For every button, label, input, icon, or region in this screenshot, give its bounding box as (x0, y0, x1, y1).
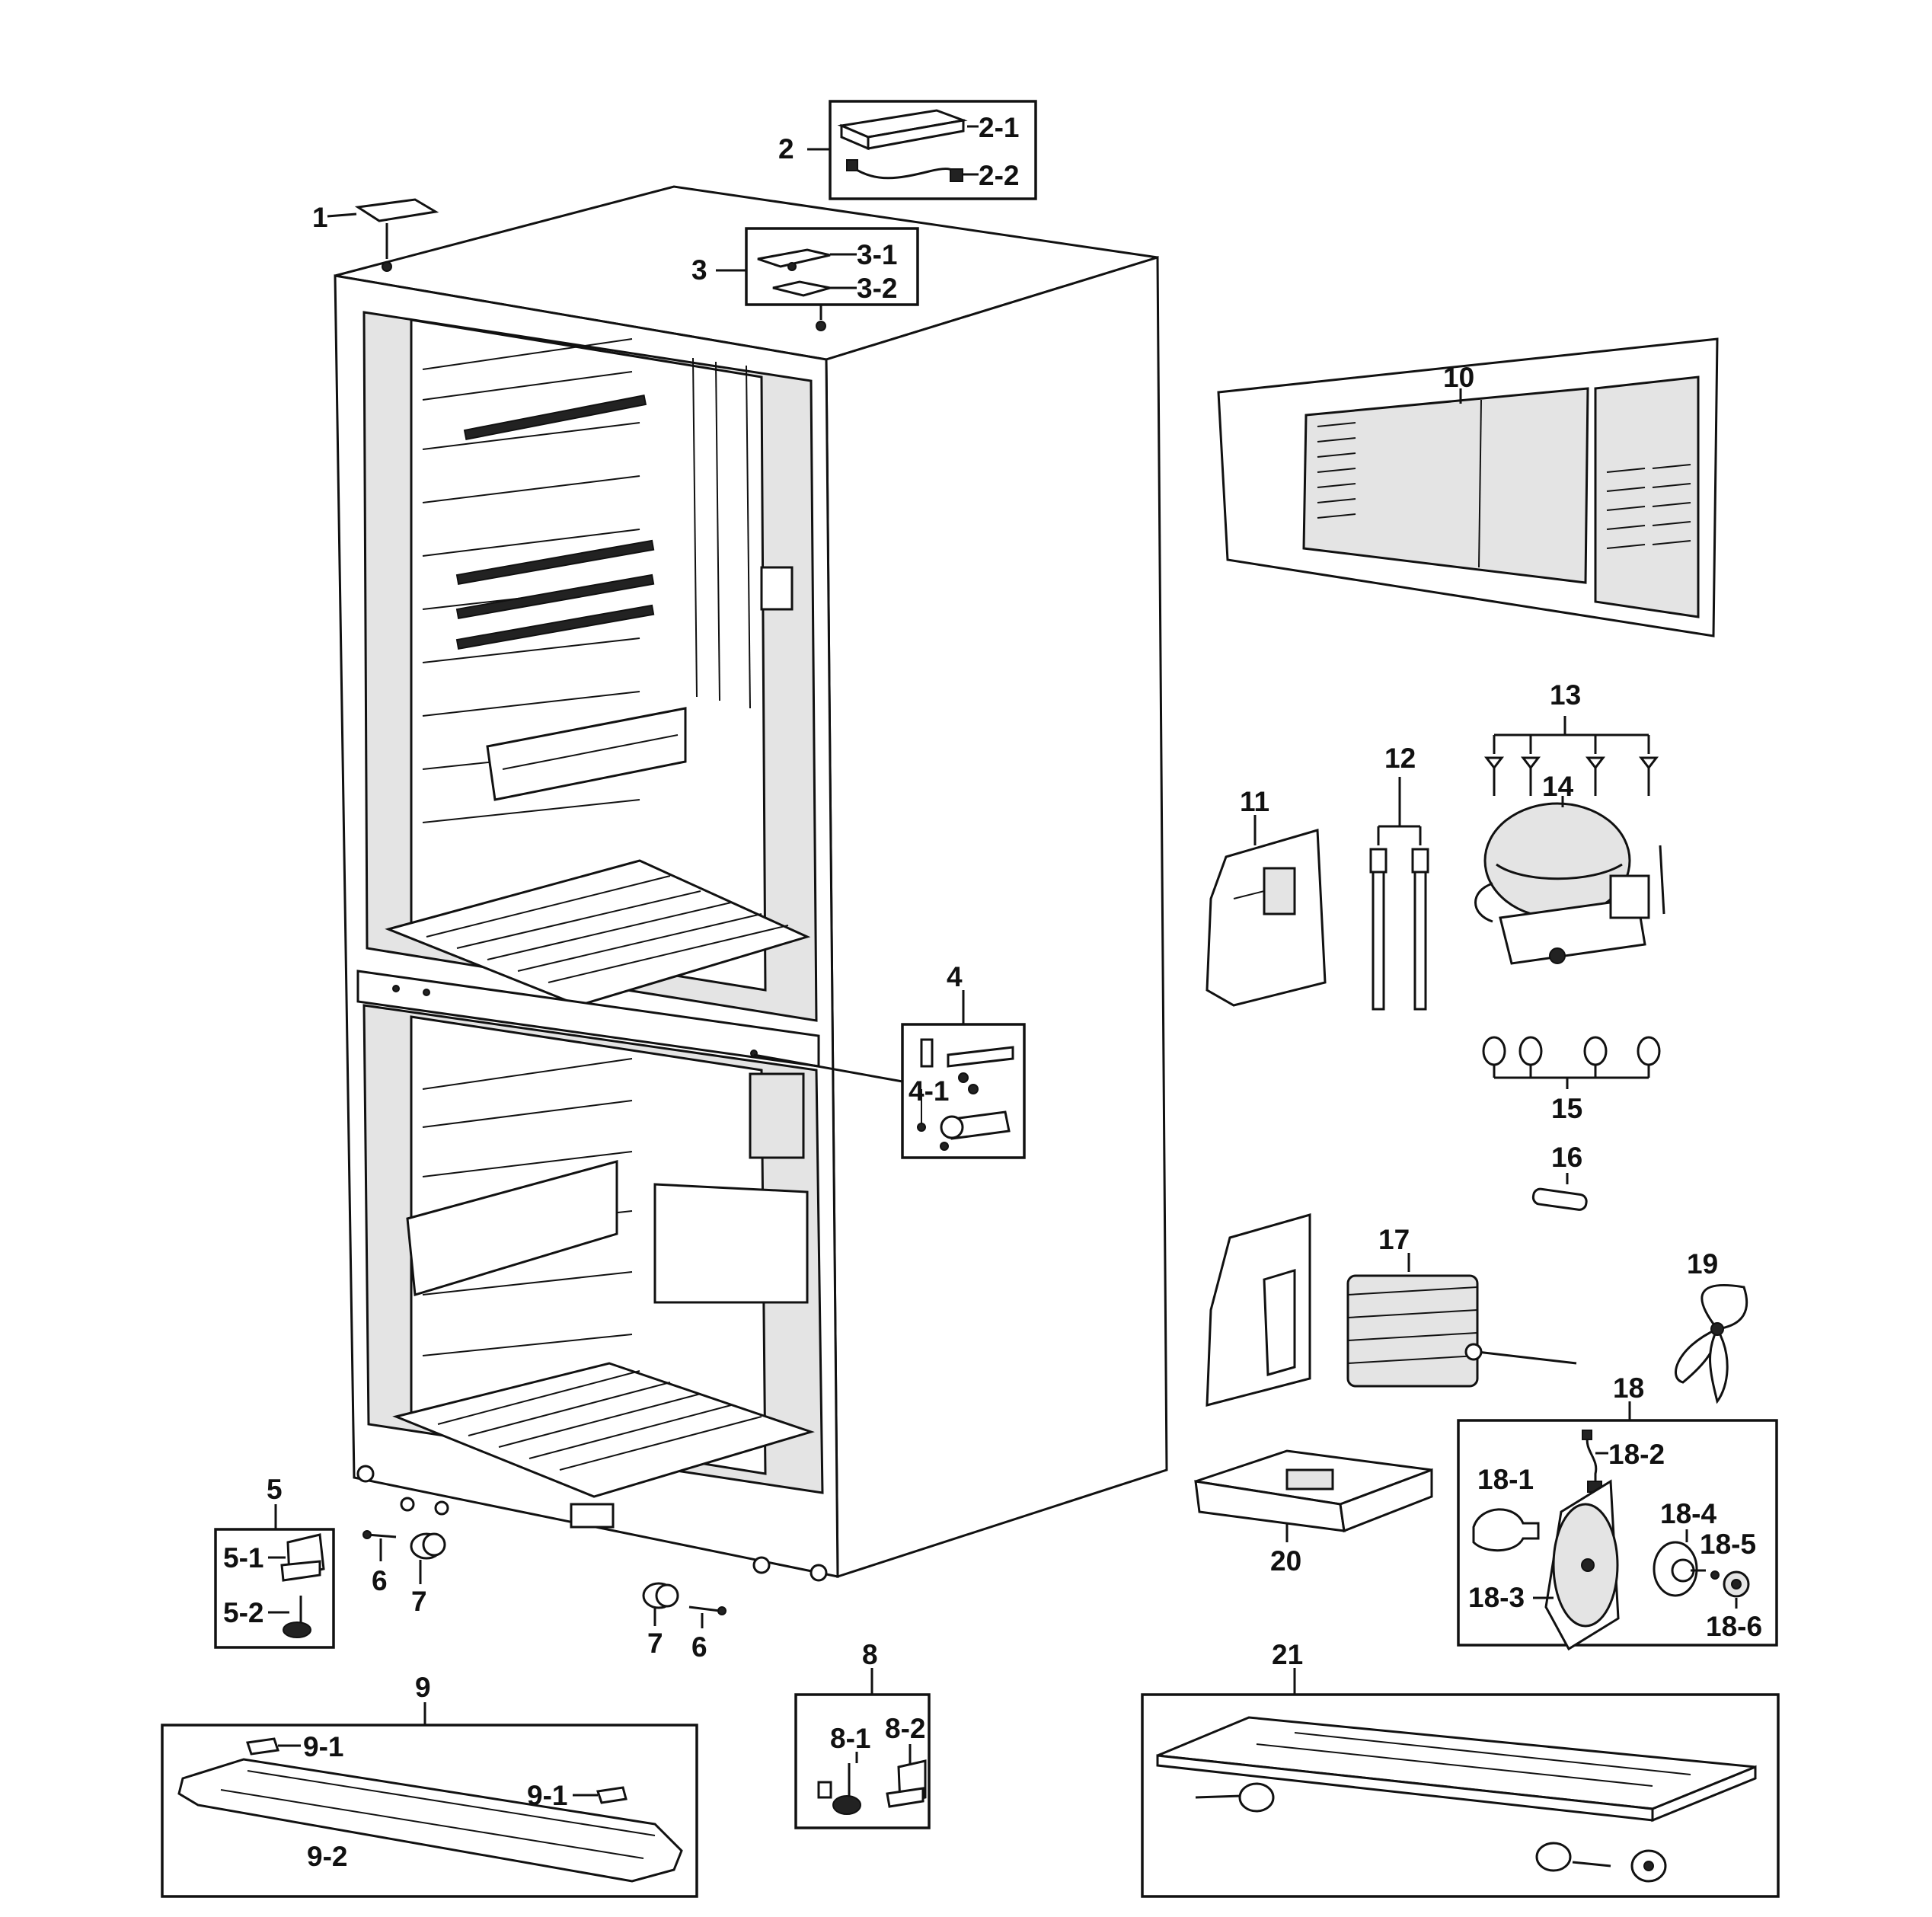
part-9-2-base-grille (177, 1758, 683, 1883)
label-15: 15 (1551, 1093, 1582, 1124)
part-18-5-washer (1710, 1570, 1720, 1580)
part-15-grommets (1482, 1036, 1661, 1089)
shelf-rails-upper (422, 338, 687, 823)
label-20: 20 (1270, 1545, 1301, 1577)
part-8-2-bracket (886, 1759, 927, 1808)
part-3-box (745, 227, 919, 306)
label-3-2: 3-2 (857, 273, 897, 304)
label-6-left: 6 (372, 1565, 388, 1596)
label-11: 11 (1240, 786, 1269, 817)
part-13-bolts (1483, 716, 1659, 796)
label-2-1: 2-1 (979, 112, 1019, 143)
label-10: 10 (1443, 362, 1474, 393)
part-6-screw-right (688, 1605, 726, 1628)
label-4-1: 4-1 (909, 1075, 949, 1107)
label-5: 5 (267, 1474, 283, 1505)
part-3-1-hinge (757, 248, 831, 271)
label-9: 9 (415, 1672, 431, 1703)
part-10-vents (1317, 422, 1691, 549)
fresh-food-floor (385, 859, 811, 1007)
label-9-1-right: 9-1 (527, 1780, 567, 1811)
part-12-grommets (1369, 777, 1429, 1011)
part-18-3-fan-shroud (1544, 1479, 1620, 1651)
part-14-compressor (1474, 802, 1665, 965)
label-3-1: 3-1 (857, 239, 897, 270)
label-9-1-left: 9-1 (303, 1731, 343, 1762)
label-13: 13 (1550, 679, 1581, 711)
label-9-2: 9-2 (307, 1841, 347, 1872)
part-19-fan-blade (1675, 1283, 1748, 1404)
label-18-1: 18-1 (1477, 1464, 1534, 1495)
label-8-1: 8-1 (830, 1723, 870, 1754)
label-6-right: 6 (691, 1631, 707, 1663)
refrigerator-cabinet (334, 185, 1168, 1582)
label-1: 1 (312, 202, 328, 233)
part-8-1-leveler (817, 1763, 861, 1815)
part-9-1-clip-left (246, 1737, 279, 1756)
label-8: 8 (862, 1639, 878, 1670)
part-9-box (161, 1724, 698, 1898)
label-18-6: 18-6 (1706, 1611, 1762, 1642)
label-21: 21 (1272, 1639, 1303, 1670)
label-3: 3 (691, 254, 707, 286)
label-5-2: 5-2 (223, 1597, 263, 1628)
part-17-evaporator (1206, 1213, 1577, 1407)
label-2-2: 2-2 (979, 160, 1019, 191)
part-7-roller-left (410, 1532, 446, 1584)
part-8-box (794, 1693, 931, 1829)
part-21-box (1141, 1693, 1780, 1898)
part-7-roller-right (642, 1582, 679, 1626)
label-17: 17 (1378, 1224, 1410, 1255)
part-9-1-clip-right (596, 1786, 628, 1804)
freezer-rails (406, 1058, 809, 1356)
label-18-4: 18-4 (1660, 1498, 1716, 1529)
part-18-6-nut (1723, 1570, 1750, 1598)
label-18-2: 18-2 (1608, 1439, 1665, 1470)
label-5-1: 5-1 (223, 1542, 263, 1574)
part-6-screw-left (362, 1530, 397, 1561)
label-12: 12 (1384, 743, 1416, 774)
inner-duct (692, 357, 794, 709)
label-18: 18 (1613, 1372, 1644, 1404)
part-21-rollers (1195, 1782, 1667, 1883)
part-18-4-motor (1653, 1541, 1706, 1597)
part-16-drier (1531, 1173, 1588, 1211)
label-18-3: 18-3 (1468, 1582, 1525, 1613)
part-2-1-cover (837, 109, 968, 151)
label-2: 2 (778, 133, 794, 165)
label-7-left: 7 (411, 1586, 427, 1617)
label-16: 16 (1551, 1142, 1582, 1173)
part-2-2-harness (846, 159, 963, 182)
label-18-5: 18-5 (1700, 1529, 1756, 1560)
part-11-bracket (1206, 829, 1327, 1007)
label-19: 19 (1687, 1248, 1718, 1280)
part-5-1-bracket (280, 1533, 325, 1582)
part-21-base-frame (1156, 1716, 1757, 1823)
part-10-rear-panel (1217, 337, 1719, 637)
part-5-2-leveler (283, 1596, 311, 1638)
label-14: 14 (1542, 771, 1574, 802)
part-18-2-harness (1582, 1430, 1608, 1493)
part-18-1-motor (1472, 1508, 1540, 1552)
label-8-2: 8-2 (885, 1713, 925, 1744)
label-7-right: 7 (647, 1628, 663, 1659)
label-4: 4 (947, 961, 963, 992)
part-18-box (1457, 1419, 1778, 1647)
part-20-drain-tray (1194, 1449, 1433, 1533)
freezer-floor (392, 1362, 815, 1498)
part-4-hinge-parts (917, 1038, 1014, 1151)
part-1-top-cover (327, 198, 439, 272)
